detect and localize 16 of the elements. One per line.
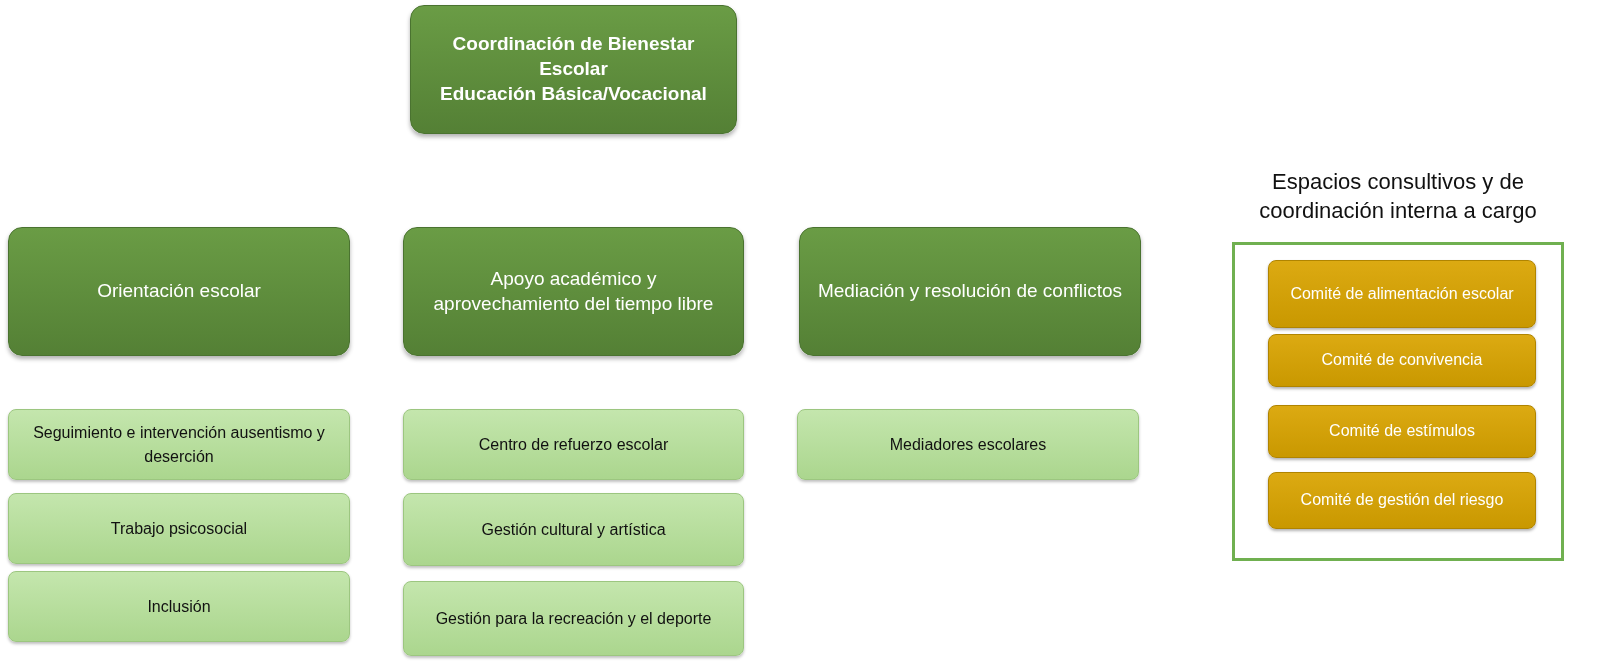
committee-box: Comité de gestión del riesgo bbox=[1268, 472, 1536, 529]
sub-unit-box: Seguimiento e intervención ausentismo y deserción bbox=[8, 409, 350, 480]
sub-unit-box: Centro de refuerzo escolar bbox=[403, 409, 744, 480]
sub-unit-box: Inclusión bbox=[8, 571, 350, 642]
group-heading: Espacios consultivos y de coordinación interna a cargo bbox=[1258, 168, 1538, 225]
committee-box: Comité de convivencia bbox=[1268, 334, 1536, 387]
sub-unit-box: Gestión cultural y artística bbox=[403, 493, 744, 566]
unit-box: Apoyo académico y aprovechamiento del tiempo libre bbox=[403, 227, 744, 356]
committee-box: Comité de alimentación escolar bbox=[1268, 260, 1536, 328]
head-box: Coordinación de Bienestar Escolar Educación Básica/Vocacional bbox=[410, 5, 737, 134]
unit-box: Mediación y resolución de conflictos bbox=[799, 227, 1141, 356]
sub-unit-box: Mediadores escolares bbox=[797, 409, 1139, 480]
sub-unit-box: Gestión para la recreación y el deporte bbox=[403, 581, 744, 656]
committee-box: Comité de estímulos bbox=[1268, 405, 1536, 458]
unit-box: Orientación escolar bbox=[8, 227, 350, 356]
sub-unit-box: Trabajo psicosocial bbox=[8, 493, 350, 564]
